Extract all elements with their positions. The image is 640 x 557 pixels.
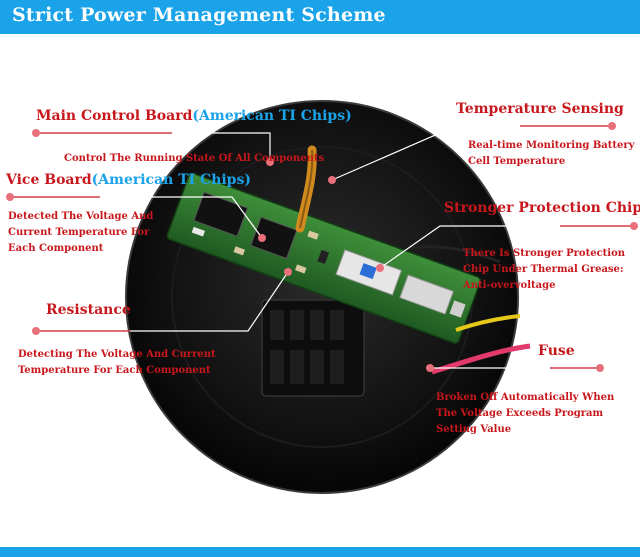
callout-fuse-desc: Broken Off Automatically When The Voltag… [436, 390, 614, 438]
title-banner: Strict Power Management Scheme [0, 0, 640, 34]
callout-main-control-title: Main Control Board(American TI Chips) [36, 108, 352, 124]
page-title: Strict Power Management Scheme [12, 4, 386, 26]
callout-protection-desc: There Is Stronger Protection Chip Under … [463, 246, 625, 294]
dot-main-end [266, 158, 274, 166]
temperature-desc-line: Cell Temperature [468, 156, 566, 167]
resistance-desc-line: Detecting The Voltage And Current [18, 349, 216, 360]
vice-board-title-text: Vice Board [6, 172, 92, 188]
vice-board-desc-line: Each Component [8, 243, 104, 254]
yellow-wire [455, 314, 521, 332]
dot-protection [630, 222, 638, 230]
fuse-title-text: Fuse [538, 343, 575, 359]
protection-title-text: Stronger Protection Chip [444, 200, 640, 216]
protection-chip-window [359, 263, 377, 280]
callout-dots [6, 122, 638, 372]
dot-protection-end [376, 264, 384, 272]
callout-temperature-title: Temperature Sensing [456, 101, 624, 117]
dot-vice-end [258, 234, 266, 242]
callout-vice-board-title: Vice Board(American TI Chips) [6, 172, 251, 188]
resistance-desc-line: Temperature For Each Component [18, 365, 211, 376]
black-wire [409, 245, 501, 264]
dot-temp-end [328, 176, 336, 184]
vice-board-desc-line: Detected The Voltage And [8, 211, 154, 222]
callout-protection-title: Stronger Protection Chip [444, 200, 640, 216]
connector [261, 299, 365, 397]
callout-resistance-title: Resistance [46, 302, 131, 318]
fuse-desc-line: The Voltage Exceeds Program [436, 408, 604, 419]
temperature-title-text: Temperature Sensing [456, 101, 624, 117]
vice-chip [193, 191, 249, 237]
vice-board-desc-line: Current Temperature For [8, 227, 150, 238]
dot-vice [6, 193, 14, 201]
main-control-desc-line: Control The Running State Of All Compone… [64, 153, 325, 164]
dot-main [32, 129, 40, 137]
main-control-title-text: Main Control Board [36, 108, 193, 124]
protection-desc-line: Chip Under Thermal Grease: [463, 264, 624, 275]
protection-desc-line: There Is Stronger Protection [463, 248, 626, 259]
dot-temp [608, 122, 616, 130]
bottom-accent-bar [0, 547, 640, 557]
dot-fuse [596, 364, 604, 372]
callout-fuse-title: Fuse [538, 343, 575, 359]
callout-vice-board-desc: Detected The Voltage And Current Tempera… [8, 209, 153, 257]
temperature-desc-line: Real-time Monitoring Battery [468, 140, 635, 151]
thermal-pad [399, 274, 454, 315]
dot-resistance [32, 327, 40, 335]
callout-main-control-desc: Control The Running State Of All Compone… [64, 151, 324, 167]
dot-resistance-end [284, 268, 292, 276]
main-control-title-accent: (American TI Chips) [192, 108, 352, 124]
protection-desc-line: Anti-overvoltage [463, 280, 556, 291]
resistance-title-text: Resistance [46, 302, 131, 318]
fuse-desc-line: Setting Value [436, 424, 512, 435]
dot-fuse-end [426, 364, 434, 372]
callout-resistance-desc: Detecting The Voltage And Current Temper… [18, 347, 216, 379]
fuse-desc-line: Broken Off Automatically When [436, 392, 615, 403]
callout-temperature-desc: Real-time Monitoring Battery Cell Temper… [468, 138, 634, 170]
disc-rim [125, 100, 519, 494]
main-chip [250, 216, 298, 260]
vice-board-title-accent: (American TI Chips) [91, 172, 251, 188]
